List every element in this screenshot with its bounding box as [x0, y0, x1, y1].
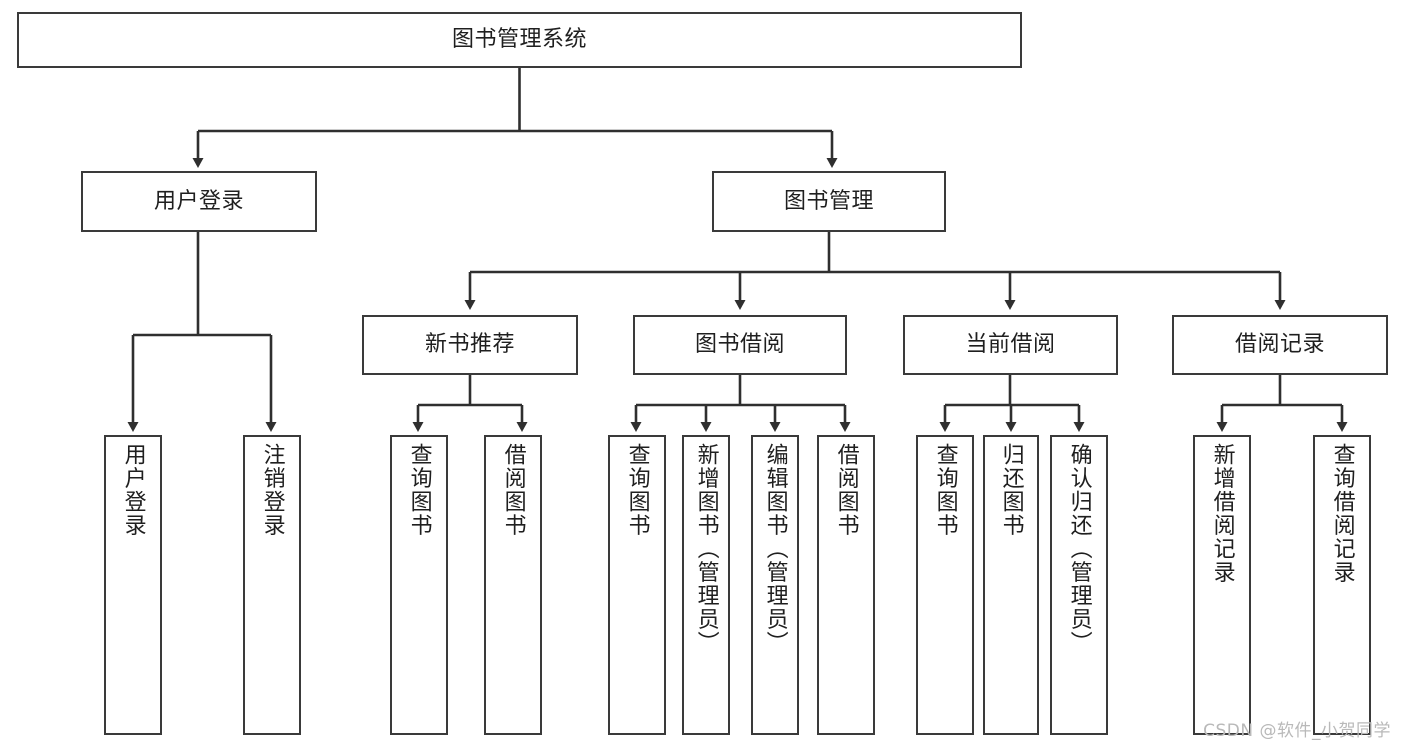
node-label: 查询图书: [624, 443, 650, 537]
node-book-borrow[interactable]: 图书借阅: [633, 315, 847, 375]
node-book-management[interactable]: 图书管理: [712, 171, 946, 232]
leaf-confirm-return-admin[interactable]: 确认归还（管理员）: [1050, 435, 1108, 735]
node-label: 用户登录: [120, 443, 146, 537]
leaf-borrow-book-recommend[interactable]: 借阅图书: [484, 435, 542, 735]
node-label: 借阅图书: [833, 443, 859, 537]
watermark-text: CSDN @软件_小贺同学: [1203, 721, 1391, 741]
leaf-edit-book-admin[interactable]: 编辑图书（管理员）: [751, 435, 799, 735]
node-label: 确认归还（管理员）: [1066, 443, 1092, 655]
leaf-query-borrow-record[interactable]: 查询借阅记录: [1313, 435, 1371, 735]
node-label: 新增借阅记录: [1209, 443, 1235, 584]
node-label: 当前借阅: [965, 332, 1056, 358]
node-label: 查询借阅记录: [1329, 443, 1355, 584]
node-label: 用户登录: [153, 188, 244, 214]
leaf-logout-login[interactable]: 注销登录: [243, 435, 301, 735]
node-label: 借阅图书: [500, 443, 526, 537]
leaf-user-login[interactable]: 用户登录: [104, 435, 162, 735]
node-label: 新书推荐: [424, 332, 515, 358]
node-label: 新增图书（管理员）: [693, 443, 719, 655]
leaf-query-book-borrow[interactable]: 查询图书: [608, 435, 666, 735]
node-label: 归还图书: [998, 443, 1024, 537]
leaf-borrow-book[interactable]: 借阅图书: [817, 435, 875, 735]
node-label: 借阅记录: [1234, 332, 1325, 358]
node-label: 查询图书: [406, 443, 432, 537]
leaf-query-book-recommend[interactable]: 查询图书: [390, 435, 448, 735]
node-borrow-record[interactable]: 借阅记录: [1172, 315, 1388, 375]
leaf-add-borrow-record[interactable]: 新增借阅记录: [1193, 435, 1251, 735]
leaf-add-book-admin[interactable]: 新增图书（管理员）: [682, 435, 730, 735]
node-current-borrow[interactable]: 当前借阅: [903, 315, 1118, 375]
node-label: 编辑图书（管理员）: [762, 443, 788, 655]
node-label: 图书管理系统: [451, 27, 587, 53]
node-label: 图书借阅: [694, 332, 785, 358]
node-label: 注销登录: [259, 443, 285, 537]
leaf-return-book[interactable]: 归还图书: [983, 435, 1039, 735]
leaf-query-book-current[interactable]: 查询图书: [916, 435, 974, 735]
node-label: 图书管理: [783, 188, 874, 214]
node-user-login[interactable]: 用户登录: [81, 171, 317, 232]
node-label: 查询图书: [932, 443, 958, 537]
node-root-library-system[interactable]: 图书管理系统: [17, 12, 1022, 68]
node-new-book-recommend[interactable]: 新书推荐: [362, 315, 578, 375]
